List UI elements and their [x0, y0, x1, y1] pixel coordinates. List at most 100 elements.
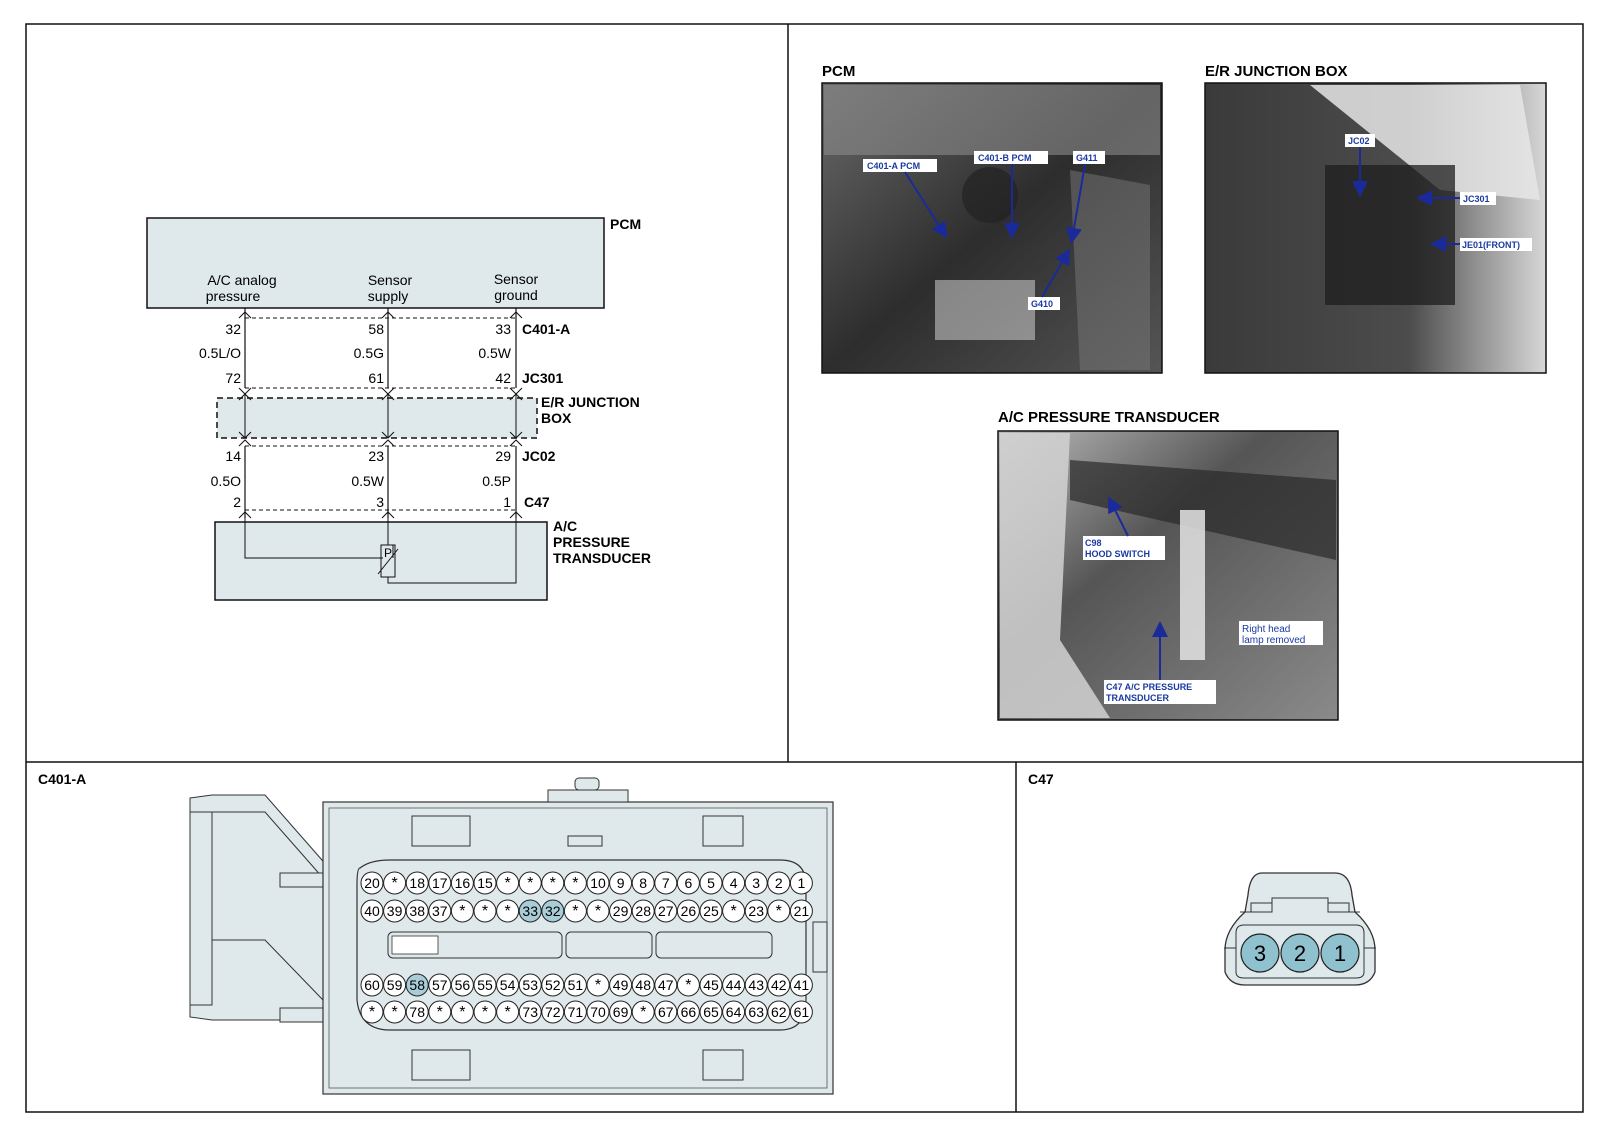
c401a-pin-unused: * — [722, 899, 746, 923]
c401a-pin-65: 65 — [699, 1000, 723, 1024]
c401a-pin-label: * — [776, 903, 782, 920]
c47-pin-label: 1 — [1334, 941, 1346, 966]
c401a-pin-label: * — [437, 1004, 443, 1021]
c401a-pin-label: 39 — [387, 903, 403, 919]
connector-c47-panel: C47 3 2 1 — [1028, 771, 1376, 986]
c47-title: C47 — [1028, 771, 1054, 787]
c401a-pin-label: 43 — [748, 977, 764, 993]
c401a-pin-label: 29 — [613, 903, 629, 919]
c401a-pin-unused: * — [383, 1000, 407, 1024]
c401a-pin-25: 25 — [699, 899, 723, 923]
c401a-pin-label: * — [527, 875, 533, 892]
c401a-pin-20: 20 — [360, 871, 384, 895]
c401a-pin-29: 29 — [609, 899, 633, 923]
c401a-pin-9: 9 — [609, 871, 633, 895]
c401a-pin-label: 42 — [771, 977, 787, 993]
c401a-pin-label: 44 — [726, 977, 742, 993]
c47-pin-label: 3 — [1254, 941, 1266, 966]
c401a-pin-label: 55 — [477, 977, 493, 993]
pcm-photo-callouts: C401-A PCM C401-B PCM G411 G410 — [863, 151, 1105, 310]
c401a-pin-51: 51 — [563, 973, 587, 997]
c401a-pin-unused: * — [496, 899, 520, 923]
c401a-pin-label: 54 — [500, 977, 516, 993]
c401a-pin-label: * — [482, 1004, 488, 1021]
c401a-pin-label: 67 — [658, 1004, 674, 1020]
c401a-pin-label: 4 — [730, 875, 738, 891]
c401a-pin-label: 37 — [432, 903, 448, 919]
wire-spec: 0.5G — [354, 345, 384, 361]
er-junction-box-photo-panel: E/R JUNCTION BOX JC02 JC301 JE01(FRONT) — [1204, 63, 1547, 374]
c401a-pin-label: 72 — [545, 1004, 561, 1020]
c401a-pin-label: 7 — [662, 875, 670, 891]
c47-pin-row: 3 2 1 — [1240, 933, 1360, 973]
c401a-pin-15: 15 — [473, 871, 497, 895]
photo-label: G410 — [1031, 299, 1053, 309]
c401a-pin-label: 26 — [681, 903, 697, 919]
c401a-pin-label: * — [391, 1004, 397, 1021]
c401a-pin-label: 53 — [522, 977, 538, 993]
c401a-pin-3: 3 — [744, 871, 768, 895]
c47-pin-2: 2 — [1280, 933, 1320, 973]
c401a-pin-58: 58 — [405, 973, 429, 997]
c401a-pin-47: 47 — [654, 973, 678, 997]
c401a-pin-label: 59 — [387, 977, 403, 993]
c401a-pin-unused: * — [563, 871, 587, 895]
c401a-pin-label: 49 — [613, 977, 629, 993]
c401a-pin-label: 6 — [685, 875, 693, 891]
connector-label: JC02 — [522, 448, 556, 464]
c401a-pin-label: 8 — [639, 875, 647, 891]
c401a-pin-78: 78 — [405, 1000, 429, 1024]
c401a-pin-label: 70 — [590, 1004, 606, 1020]
c401a-pin-54: 54 — [496, 973, 520, 997]
pin-number: 23 — [368, 448, 384, 464]
c401a-pin-label: 21 — [794, 903, 810, 919]
c401a-pin-label: * — [572, 875, 578, 892]
c401a-pin-label: 60 — [364, 977, 380, 993]
pcm-photo-panel: PCM C401-A PCM C401-B PCM G411 G410 — [821, 63, 1163, 374]
c401a-pin-label: 10 — [590, 875, 606, 891]
c401a-pin-label: 27 — [658, 903, 674, 919]
c401a-pin-unused: * — [586, 899, 610, 923]
c401a-pin-label: 56 — [455, 977, 471, 993]
c401a-pin-label: 48 — [635, 977, 651, 993]
c401a-pin-66: 66 — [676, 1000, 700, 1024]
c401a-pin-label: 38 — [409, 903, 425, 919]
pin-number: 61 — [368, 370, 384, 386]
pin-number: 3 — [376, 494, 384, 510]
c401a-pin-unused: * — [383, 871, 407, 895]
c401a-pin-label: 16 — [455, 875, 471, 891]
c47-pin-3: 3 — [1240, 933, 1280, 973]
pin-number: 72 — [225, 370, 241, 386]
c47-pin-label: 2 — [1294, 941, 1306, 966]
c401a-pin-unused: * — [360, 1000, 384, 1024]
wire-spec: 0.5W — [478, 345, 511, 361]
connector-lines — [245, 317, 516, 511]
c401a-pin-42: 42 — [767, 973, 791, 997]
c401a-pin-unused: * — [631, 1000, 655, 1024]
pin-number: 42 — [495, 370, 511, 386]
c401a-pin-label: 57 — [432, 977, 448, 993]
c401a-pin-label: 5 — [707, 875, 715, 891]
c401a-title: C401-A — [38, 771, 86, 787]
c401a-pin-label: 71 — [568, 1004, 584, 1020]
connector-label: JC301 — [522, 370, 563, 386]
c401a-pin-label: 25 — [703, 903, 719, 919]
c401a-pin-label: 78 — [409, 1004, 425, 1020]
photo-label: JE01(FRONT) — [1462, 240, 1520, 250]
c401a-pin-label: 62 — [771, 1004, 787, 1020]
c401a-pin-44: 44 — [722, 973, 746, 997]
c401a-pin-label: * — [369, 1004, 375, 1021]
pin-number: 1 — [503, 494, 511, 510]
c401a-pin-unused: * — [518, 871, 542, 895]
c401a-pin-48: 48 — [631, 973, 655, 997]
c401a-pin-16: 16 — [450, 871, 474, 895]
c401a-pin-label: 2 — [775, 875, 783, 891]
c401a-pin-label: 63 — [748, 1004, 764, 1020]
c401a-pin-49: 49 — [609, 973, 633, 997]
c401a-pin-62: 62 — [767, 1000, 791, 1024]
c401a-pin-69: 69 — [609, 1000, 633, 1024]
